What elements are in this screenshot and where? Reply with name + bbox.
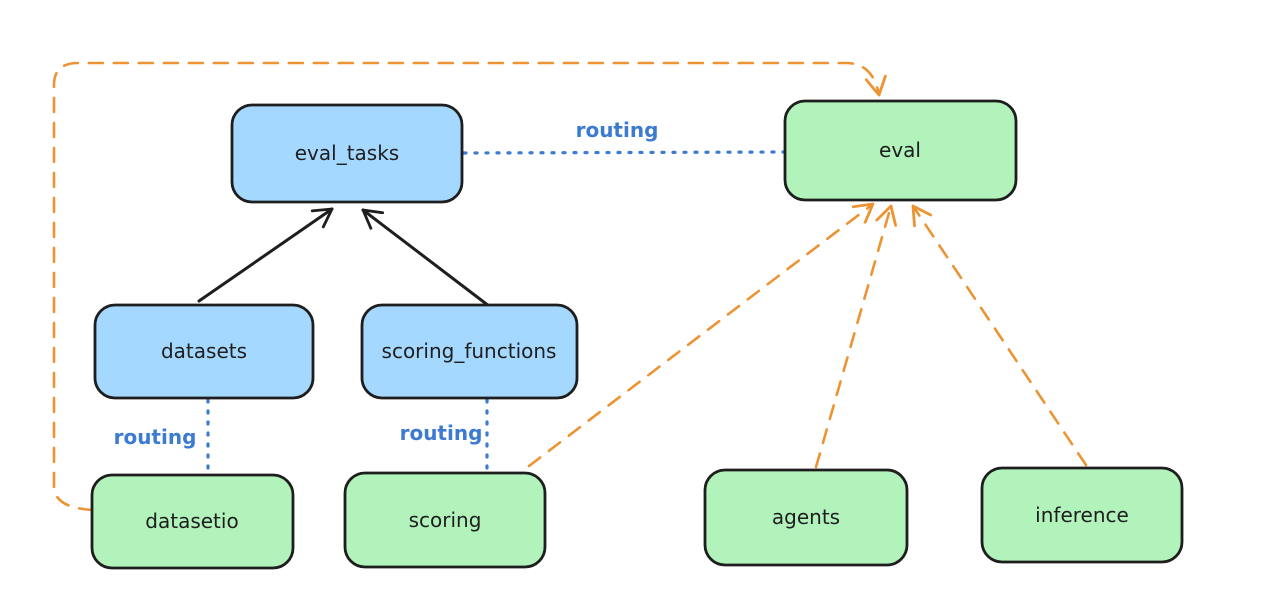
node-scoring: scoring [343, 471, 547, 569]
edge-agents-eval [814, 204, 897, 469]
scoring_functions-label: scoring_functions [382, 339, 557, 363]
edge-routing-eval_tasks-eval [462, 150, 785, 155]
node-scoring_functions: scoring_functions [360, 303, 579, 400]
eval_tasks-label: eval_tasks [295, 141, 399, 165]
eval_tasks-box [230, 103, 464, 204]
edge-label-routing-top: routing [576, 118, 659, 142]
agents-box [703, 468, 909, 567]
scoring-box [343, 471, 547, 569]
edge-scoring-eval [527, 202, 875, 468]
edge-scoring_functions-eval_tasks [361, 208, 491, 308]
inference-label: inference [1035, 503, 1129, 527]
edge-label-routing-scoring: routing [400, 421, 483, 445]
node-agents: agents [703, 468, 909, 567]
edge-datasetio-eval [52, 61, 887, 512]
agents-label: agents [772, 505, 840, 529]
node-eval: eval [783, 99, 1018, 202]
node-datasetio: datasetio [90, 473, 295, 570]
edge-datasets-eval_tasks [197, 207, 334, 303]
node-datasets: datasets [93, 303, 315, 400]
node-eval_tasks: eval_tasks [230, 103, 464, 204]
scoring-label: scoring [409, 508, 482, 532]
eval-label: eval [879, 138, 921, 162]
node-inference: inference [980, 466, 1184, 564]
inference-box [980, 466, 1184, 564]
scoring_functions-box [360, 303, 579, 400]
datasetio-box [90, 473, 295, 570]
datasets-box [93, 303, 315, 400]
edge-label-routing-datasetio: routing [114, 425, 197, 449]
datasets-label: datasets [161, 339, 247, 363]
eval-box [783, 99, 1018, 202]
edge-inference-eval [911, 204, 1088, 467]
datasetio-label: datasetio [145, 509, 238, 533]
